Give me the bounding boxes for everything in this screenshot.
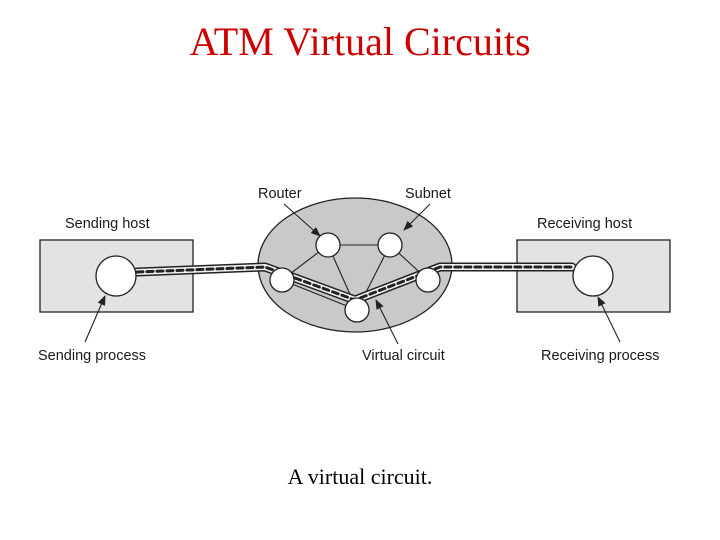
receiving-process-circle xyxy=(572,255,614,297)
sending-host-label: Sending host xyxy=(65,216,150,232)
slide-title: ATM Virtual Circuits xyxy=(189,19,531,64)
router-node xyxy=(415,267,441,293)
router-node xyxy=(315,232,341,258)
router-node xyxy=(377,232,403,258)
router-node xyxy=(344,297,370,323)
router-node xyxy=(269,267,295,293)
sending-process-circle xyxy=(95,255,137,297)
receiving-process-label: Receiving process xyxy=(541,348,659,364)
router-label: Router xyxy=(258,186,302,202)
sending-process-label: Sending process xyxy=(38,348,146,364)
figure-caption: A virtual circuit. xyxy=(287,464,433,489)
leader-arrows xyxy=(84,203,621,345)
virtual-circuit-label: Virtual circuit xyxy=(362,348,445,364)
subnet-label: Subnet xyxy=(405,186,451,202)
receiving-host-label: Receiving host xyxy=(537,216,632,232)
